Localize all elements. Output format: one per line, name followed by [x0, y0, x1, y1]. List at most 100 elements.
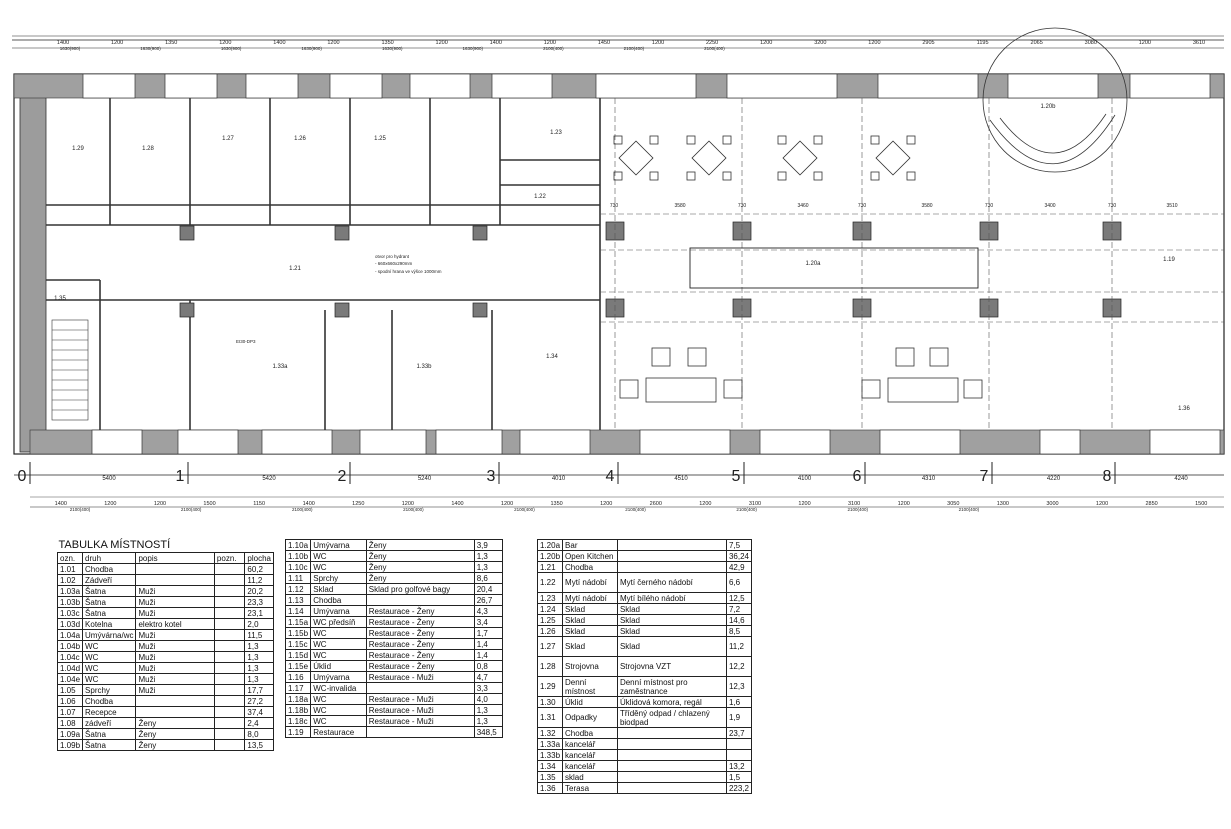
- room-code: 1.08: [56, 717, 84, 729]
- room-type: WC: [82, 673, 137, 685]
- room-note: [213, 574, 246, 586]
- room-type: Bar: [562, 539, 618, 551]
- room-area: 1,3: [473, 550, 504, 562]
- room-description: Muži: [135, 596, 215, 608]
- room-description: Ženy: [365, 550, 475, 562]
- room-type: WC: [310, 561, 367, 573]
- bottom-subdimension: 2100(400): [625, 507, 646, 512]
- room-type: WC: [310, 627, 367, 639]
- room-code: 1.04e: [56, 673, 84, 685]
- room-code: 1.16: [284, 671, 312, 683]
- room-type: Sklad: [562, 614, 618, 626]
- header-room-area: plocha: [244, 552, 274, 564]
- top-dimension: 1350: [381, 40, 393, 46]
- room-area: 6,6: [725, 572, 753, 593]
- room-description: Restaurace - Muži: [365, 704, 475, 716]
- top-dimension: 1200: [868, 40, 880, 46]
- room-code: 1.28: [536, 656, 564, 677]
- top-subdimension: 1630(900): [463, 46, 484, 51]
- bottom-dimension: 1200: [501, 501, 513, 507]
- room-code: 1.33a: [536, 738, 564, 750]
- room-type: Restaurace: [310, 726, 367, 738]
- room-description: Ženy: [135, 717, 215, 729]
- room-description: [616, 539, 727, 551]
- room-type: WC: [82, 662, 137, 674]
- floor-plan-drawing: 0123456785400542052404010451041004310422…: [12, 27, 1225, 512]
- bottom-dimension: 3000: [1046, 501, 1058, 507]
- top-dimension: 2250: [706, 40, 718, 46]
- room-area: 348,5: [473, 726, 504, 738]
- axis-dimension: 4100: [798, 476, 812, 482]
- room-area: 1,3: [473, 561, 504, 573]
- room-code: 1.34: [536, 760, 564, 772]
- room-type: sklad: [562, 771, 618, 783]
- room-code: 1.25: [536, 614, 564, 626]
- room-tag: 1.29: [72, 146, 84, 152]
- room-description: Restaurace - Muži: [365, 671, 475, 683]
- room-description: Restaurace - Ženy: [365, 627, 475, 639]
- room-area: 2,4: [244, 717, 274, 729]
- room-type: Denní místnost: [562, 676, 618, 697]
- room-description: Restaurace - Ženy: [365, 605, 475, 617]
- top-dimension: 1200: [436, 40, 448, 46]
- axis-label: 0: [18, 468, 27, 485]
- room-code: 1.29: [536, 676, 564, 697]
- room-area: 3,9: [473, 539, 504, 551]
- room-note: [213, 607, 246, 619]
- room-code: 1.05: [56, 684, 84, 696]
- room-tag: 1.22: [534, 194, 546, 200]
- axis-label: 6: [853, 468, 862, 485]
- room-description: [135, 574, 215, 586]
- room-area: 7,2: [725, 603, 753, 615]
- room-description: [365, 726, 475, 738]
- room-type: kancelář: [562, 760, 618, 772]
- room-description: Restaurace - Muži: [365, 693, 475, 705]
- room-type: WC: [82, 651, 137, 663]
- axis-dimension: 5240: [418, 476, 432, 482]
- room-description: [616, 749, 727, 761]
- top-subdimension: 1630(900): [221, 46, 242, 51]
- bottom-dimension: 1200: [402, 501, 414, 507]
- room-code: 1.10a: [284, 539, 312, 551]
- header-room-note: pozn.: [213, 552, 246, 564]
- room-type: Odpadky: [562, 707, 618, 728]
- bottom-subdimension: 2100(400): [292, 507, 313, 512]
- room-code: 1.11: [284, 572, 312, 584]
- room-code: 1.02: [56, 574, 84, 586]
- axis-label: 5: [732, 468, 741, 485]
- grid-dimension: 730: [985, 203, 994, 209]
- room-code: 1.03a: [56, 585, 84, 597]
- bottom-dimension: 2600: [650, 501, 662, 507]
- room-note: [213, 651, 246, 663]
- room-note: [213, 662, 246, 674]
- room-description: [616, 782, 727, 794]
- room-type: Recepce: [82, 706, 137, 718]
- room-area: 37,4: [244, 706, 274, 718]
- room-type: WC: [310, 649, 367, 661]
- room-type: Terasa: [562, 782, 618, 794]
- axis-label: 3: [487, 468, 496, 485]
- room-type: Chodba: [310, 594, 367, 606]
- room-code: 1.20b: [536, 550, 564, 562]
- room-type: Umývarna: [310, 539, 367, 551]
- room-code: 1.04a: [56, 629, 84, 641]
- room-type: WC předsíň: [310, 616, 367, 628]
- room-type: Úklid: [310, 660, 367, 672]
- room-note: [213, 706, 246, 718]
- room-description: Muži: [135, 651, 215, 663]
- room-note: [213, 563, 246, 575]
- room-code: 1.18a: [284, 693, 312, 705]
- room-code: 1.20a: [536, 539, 564, 551]
- axis-label: 1: [176, 468, 185, 485]
